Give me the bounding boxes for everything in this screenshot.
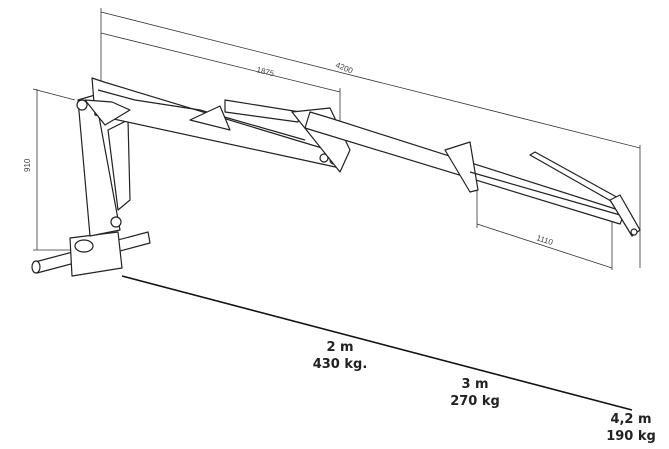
load-point-4-2m: 4,2 m 190 kg xyxy=(594,411,668,445)
reach-line xyxy=(121,275,633,411)
load-weight: 270 kg xyxy=(450,394,500,409)
load-distance: 4,2 m xyxy=(610,412,652,427)
dim-label-1110: 1110 xyxy=(535,233,554,247)
dim-line-4200 xyxy=(100,11,641,149)
boom-link xyxy=(189,105,231,131)
load-distance: 2 m xyxy=(326,340,354,355)
extension-clamp xyxy=(444,141,479,193)
crane-body xyxy=(31,77,641,277)
column xyxy=(77,94,121,237)
dim-line-1110 xyxy=(476,223,613,269)
tip-link xyxy=(609,194,641,237)
column-cylinder xyxy=(107,119,131,211)
load-point-3m: 3 m 270 kg xyxy=(435,376,515,410)
load-weight: 430 kg. xyxy=(312,357,368,372)
dim-label-1875: 1875 xyxy=(256,65,276,78)
base-pedestal xyxy=(69,231,123,277)
dim-line-1875 xyxy=(100,32,341,93)
load-weight: 190 kg xyxy=(606,429,656,444)
boom-cylinder xyxy=(224,99,301,123)
dim-label-910: 910 xyxy=(23,158,32,172)
boom-bracket xyxy=(84,99,131,126)
load-point-2m: 2 m 430 kg. xyxy=(300,339,380,373)
load-distance: 3 m xyxy=(461,377,489,392)
dimension-lines xyxy=(32,8,641,270)
